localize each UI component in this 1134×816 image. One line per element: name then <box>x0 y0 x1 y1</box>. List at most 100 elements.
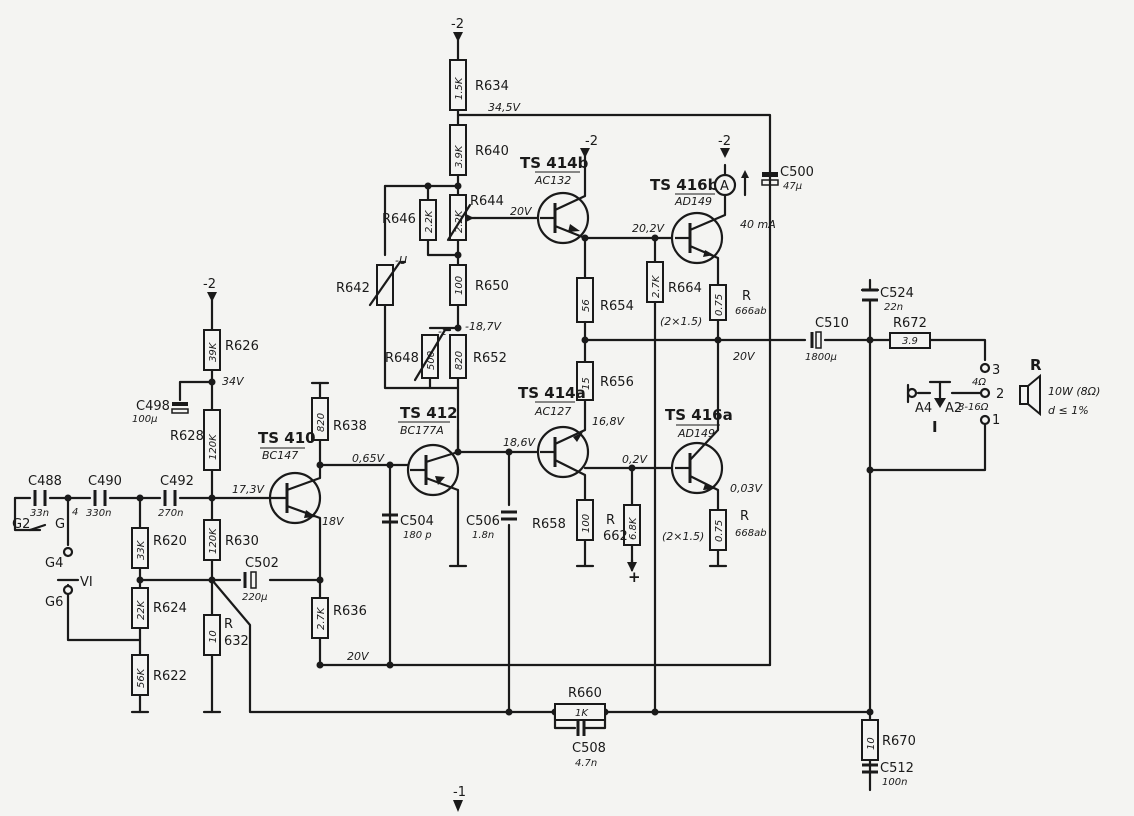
svg-text:A2: A2 <box>945 401 962 416</box>
svg-text:20V: 20V <box>733 350 756 363</box>
svg-text:47µ: 47µ <box>783 181 802 192</box>
junction-dots <box>64 182 874 716</box>
svg-text:R: R <box>742 289 751 304</box>
svg-text:16,8V: 16,8V <box>592 415 625 428</box>
svg-text:G4: G4 <box>45 556 63 571</box>
svg-text:VI: VI <box>80 575 93 590</box>
svg-text:C490: C490 <box>88 474 122 489</box>
svg-text:TS 416b: TS 416b <box>650 176 719 194</box>
svg-text:100n: 100n <box>882 777 907 788</box>
svg-text:-t: -t <box>438 325 447 338</box>
svg-text:R670: R670 <box>882 734 916 749</box>
svg-text:R654: R654 <box>600 299 634 314</box>
resistor-r658: 100 R658 <box>532 499 594 541</box>
svg-text:34,5V: 34,5V <box>488 101 521 114</box>
output-selector: 4Ω 8-16Ω 3 2 1 A4 A2 I <box>906 362 1004 436</box>
svg-text:R: R <box>1030 356 1042 374</box>
svg-text:-U: -U <box>395 254 407 267</box>
svg-text:4: 4 <box>72 507 78 518</box>
svg-text:15: 15 <box>581 377 592 390</box>
rail-arrow-ts416b <box>720 148 730 158</box>
svg-text:39K: 39K <box>208 341 219 362</box>
svg-text:18,6V: 18,6V <box>503 436 536 449</box>
resistor-r668: 0.75 R 668ab (2×1.5) <box>662 509 767 551</box>
svg-text:R672: R672 <box>893 316 927 331</box>
resistor-r670: 10 R670 <box>861 719 916 761</box>
svg-text:A: A <box>720 179 729 194</box>
svg-text:R640: R640 <box>475 144 509 159</box>
svg-text:270n: 270n <box>158 508 183 519</box>
svg-text:17,3V: 17,3V <box>232 483 265 496</box>
svg-text:100µ: 100µ <box>132 414 157 425</box>
svg-text:R650: R650 <box>475 279 509 294</box>
svg-text:500: 500 <box>426 351 437 370</box>
svg-text:100: 100 <box>581 514 592 533</box>
svg-text:AC127: AC127 <box>534 405 571 418</box>
svg-text:8-16Ω: 8-16Ω <box>958 402 989 413</box>
svg-text:2.7K: 2.7K <box>651 274 662 298</box>
resistor-r632: 10 R 632 <box>203 614 249 656</box>
svg-text:34V: 34V <box>222 375 245 388</box>
svg-text:C512: C512 <box>880 761 914 776</box>
svg-text:R620: R620 <box>153 534 187 549</box>
svg-text:4.7n: 4.7n <box>575 758 597 769</box>
svg-text:R624: R624 <box>153 601 187 616</box>
resistor-r630: 120K R630 <box>203 519 259 561</box>
svg-text:1: 1 <box>992 413 1000 428</box>
resistor-r652: 820 R652 <box>449 334 507 379</box>
svg-text:22n: 22n <box>884 302 903 313</box>
svg-text:3.9K: 3.9K <box>454 144 465 168</box>
resistor-r642: -U R642 <box>336 254 407 307</box>
rail-arrow-ts414b <box>580 148 590 158</box>
transistor-ts414a: TS 414a AC127 <box>518 384 590 479</box>
svg-text:0.75: 0.75 <box>714 520 725 542</box>
resistor-r656: 15 R656 <box>576 361 634 401</box>
resistor-r620: 33K R620 <box>131 527 187 569</box>
svg-text:(2×1.5): (2×1.5) <box>662 530 704 543</box>
svg-text:R644: R644 <box>470 194 504 209</box>
svg-text:R630: R630 <box>225 534 259 549</box>
svg-text:C510: C510 <box>815 316 849 331</box>
svg-text:120K: 120K <box>208 527 219 554</box>
rail-arrow-bottom <box>453 800 463 812</box>
capacitor-c524: C524 22n <box>862 286 914 313</box>
svg-text:C502: C502 <box>245 556 279 571</box>
svg-text:C506: C506 <box>466 514 500 529</box>
plus-symbol: + <box>628 568 641 586</box>
svg-text:820: 820 <box>316 413 327 432</box>
svg-text:0,03V: 0,03V <box>730 482 763 495</box>
rail-arrow-r626 <box>207 292 217 302</box>
svg-text:d ≤ 1%: d ≤ 1% <box>1048 404 1089 417</box>
svg-text:TS 412: TS 412 <box>400 404 458 422</box>
capacitor-c488: C488 33n <box>28 474 62 519</box>
capacitor-c506: C506 1.8n <box>466 510 517 541</box>
svg-text:1K: 1K <box>575 708 589 719</box>
resistor-r640: 3.9K R640 <box>449 124 509 176</box>
svg-text:220µ: 220µ <box>242 592 267 603</box>
svg-text:R626: R626 <box>225 339 259 354</box>
capacitor-c502: C502 220µ <box>242 556 279 603</box>
rail-label-ts414b: -2 <box>585 134 598 149</box>
resistor-r636: 2.7K R636 <box>311 597 367 639</box>
svg-text:10: 10 <box>866 737 877 750</box>
svg-text:100: 100 <box>454 276 465 295</box>
svg-text:20V: 20V <box>347 650 370 663</box>
svg-text:R646: R646 <box>382 212 416 227</box>
transistor-ts416b: TS 416b AD149 <box>650 176 726 265</box>
supply-rails: -2 -2 -2 -2 -1 + <box>203 17 731 812</box>
svg-text:R: R <box>740 509 749 524</box>
svg-text:0,65V: 0,65V <box>352 452 385 465</box>
svg-text:120K: 120K <box>208 433 219 460</box>
resistor-r672: 3.9 R672 <box>889 316 931 349</box>
resistor-r622: 56K R622 <box>131 654 187 696</box>
resistor-r650: 100 R650 <box>449 264 509 306</box>
svg-text:0.75: 0.75 <box>714 294 725 316</box>
svg-text:R660: R660 <box>568 686 602 701</box>
svg-text:33n: 33n <box>30 508 49 519</box>
capacitor-c510: C510 1800µ <box>805 316 849 363</box>
svg-text:TS 414b: TS 414b <box>520 154 589 172</box>
resistor-r638: 820 R638 <box>311 397 367 441</box>
voltage-labels: 34,5V 20V 20,2V 40 mA -18,7V 20V 34V 16,… <box>222 101 776 663</box>
rail-arrow-top <box>453 32 463 42</box>
